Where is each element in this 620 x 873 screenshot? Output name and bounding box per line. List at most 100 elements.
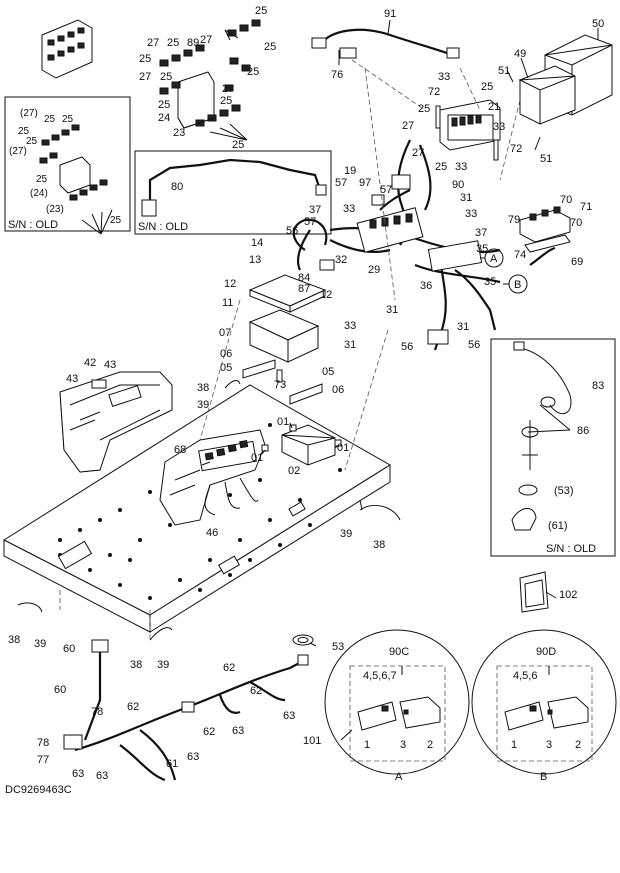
part-label: 73 <box>274 379 286 391</box>
part-label: 50 <box>592 18 604 30</box>
part-label: 02 <box>288 465 300 477</box>
harness-69 <box>529 246 556 266</box>
part-label: 25 <box>264 41 276 53</box>
main-harness <box>296 139 501 351</box>
part-label: 25 <box>418 103 430 115</box>
detail-view-b <box>471 629 617 775</box>
part-label: 56 <box>401 341 413 353</box>
part-label: 57 <box>380 184 392 196</box>
part-label: 25 <box>232 139 244 151</box>
part-label: 33 <box>455 161 467 173</box>
part-label: 27 <box>222 83 234 95</box>
part-label: 53 <box>332 641 344 653</box>
part-label: 2 <box>575 739 581 751</box>
part-label: 19 <box>344 165 356 177</box>
detail-b-code: 90D <box>536 646 556 658</box>
part-label: 21 <box>488 101 500 113</box>
part-label: 25 <box>139 53 151 65</box>
part-label: 102 <box>559 589 577 601</box>
sn-old-note: S/N : OLD <box>8 219 58 231</box>
part-label: 07 <box>219 327 231 339</box>
part-label: 33 <box>344 320 356 332</box>
part-label: 25 <box>36 174 48 185</box>
part-label: 13 <box>249 254 261 266</box>
detail-view-a <box>324 629 470 775</box>
part-label: 06 <box>220 348 232 360</box>
part-label: 2 <box>427 739 433 751</box>
part-label: 86 <box>577 425 589 437</box>
part-label: 60 <box>54 684 66 696</box>
relay-sketch-topleft <box>41 19 93 79</box>
part-label: 61 <box>166 758 178 770</box>
inset-old-relay <box>39 124 108 201</box>
part-label: 37 <box>475 227 487 239</box>
part-label: 51 <box>498 65 510 77</box>
part-label: 97 <box>359 177 371 189</box>
part-label: 31 <box>344 339 356 351</box>
fuse-box-21 <box>435 99 501 161</box>
part-label: 70 <box>570 217 582 229</box>
part-label: 25 <box>158 99 170 111</box>
part-label: 39 <box>34 638 46 650</box>
part-label: 39 <box>340 528 352 540</box>
detail-a-letter: A <box>395 771 403 783</box>
part-label: 32 <box>335 254 347 266</box>
inset-old-relay-box <box>4 96 131 232</box>
part-label: 27 <box>402 120 414 132</box>
part-label: 01 <box>277 416 289 428</box>
part-label: 80 <box>171 181 183 193</box>
part-label: 77 <box>37 754 49 766</box>
harness-46 <box>204 477 259 516</box>
relay-group-70 <box>519 206 571 253</box>
part-label: 38 <box>373 539 385 551</box>
part-label: 72 <box>428 86 440 98</box>
part-label: 38 <box>130 659 142 671</box>
part-label: 1 <box>364 739 370 751</box>
part-label: 56 <box>286 225 298 237</box>
part-label: 89 <box>187 37 199 49</box>
part-label: 43 <box>104 359 116 371</box>
inset-old-harness <box>511 341 572 531</box>
wire-38-mid <box>149 627 173 641</box>
part-label: 12 <box>320 289 332 301</box>
part-label: 25 <box>167 37 179 49</box>
part-label: 78 <box>91 706 103 718</box>
harness-56 <box>292 218 328 251</box>
part-label: 25 <box>26 136 38 147</box>
part-label: 23 <box>173 127 185 139</box>
part-label: 05 <box>220 362 232 374</box>
part-label: 71 <box>580 201 592 213</box>
part-label: 90 <box>452 179 464 191</box>
part-label: 76 <box>331 69 343 81</box>
front-console <box>159 429 266 526</box>
wire-38-right <box>359 505 401 521</box>
part-label: 101 <box>303 735 321 747</box>
part-label: 57 <box>304 216 316 228</box>
part-label: 63 <box>232 725 244 737</box>
part-label: 62 <box>250 685 262 697</box>
part-label: 69 <box>571 256 583 268</box>
part-label: 27 <box>412 147 424 159</box>
detail-a-parts: 4,5,6,7 <box>363 670 397 682</box>
part-label: 68 <box>174 444 186 456</box>
part-label: 06 <box>332 384 344 396</box>
part-label: 25 <box>435 161 447 173</box>
part-label: 78 <box>37 737 49 749</box>
part-label: 37 <box>309 204 321 216</box>
part-label: 11 <box>222 297 233 309</box>
sn-old-note: S/N : OLD <box>138 221 188 233</box>
part-label: 43 <box>66 373 78 385</box>
part-label: 57 <box>335 177 347 189</box>
callout-a: A <box>490 253 498 265</box>
part-label: 14 <box>251 237 263 249</box>
part-label: 25 <box>18 126 30 137</box>
part-label: 36 <box>420 280 432 292</box>
control-unit-02 <box>261 424 342 466</box>
part-label: 33 <box>465 208 477 220</box>
part-label: 62 <box>203 726 215 738</box>
part-label: 63 <box>72 768 84 780</box>
bottom-harness-61 <box>63 639 309 782</box>
harness-91 <box>319 28 453 57</box>
part-label: 56 <box>468 339 480 351</box>
